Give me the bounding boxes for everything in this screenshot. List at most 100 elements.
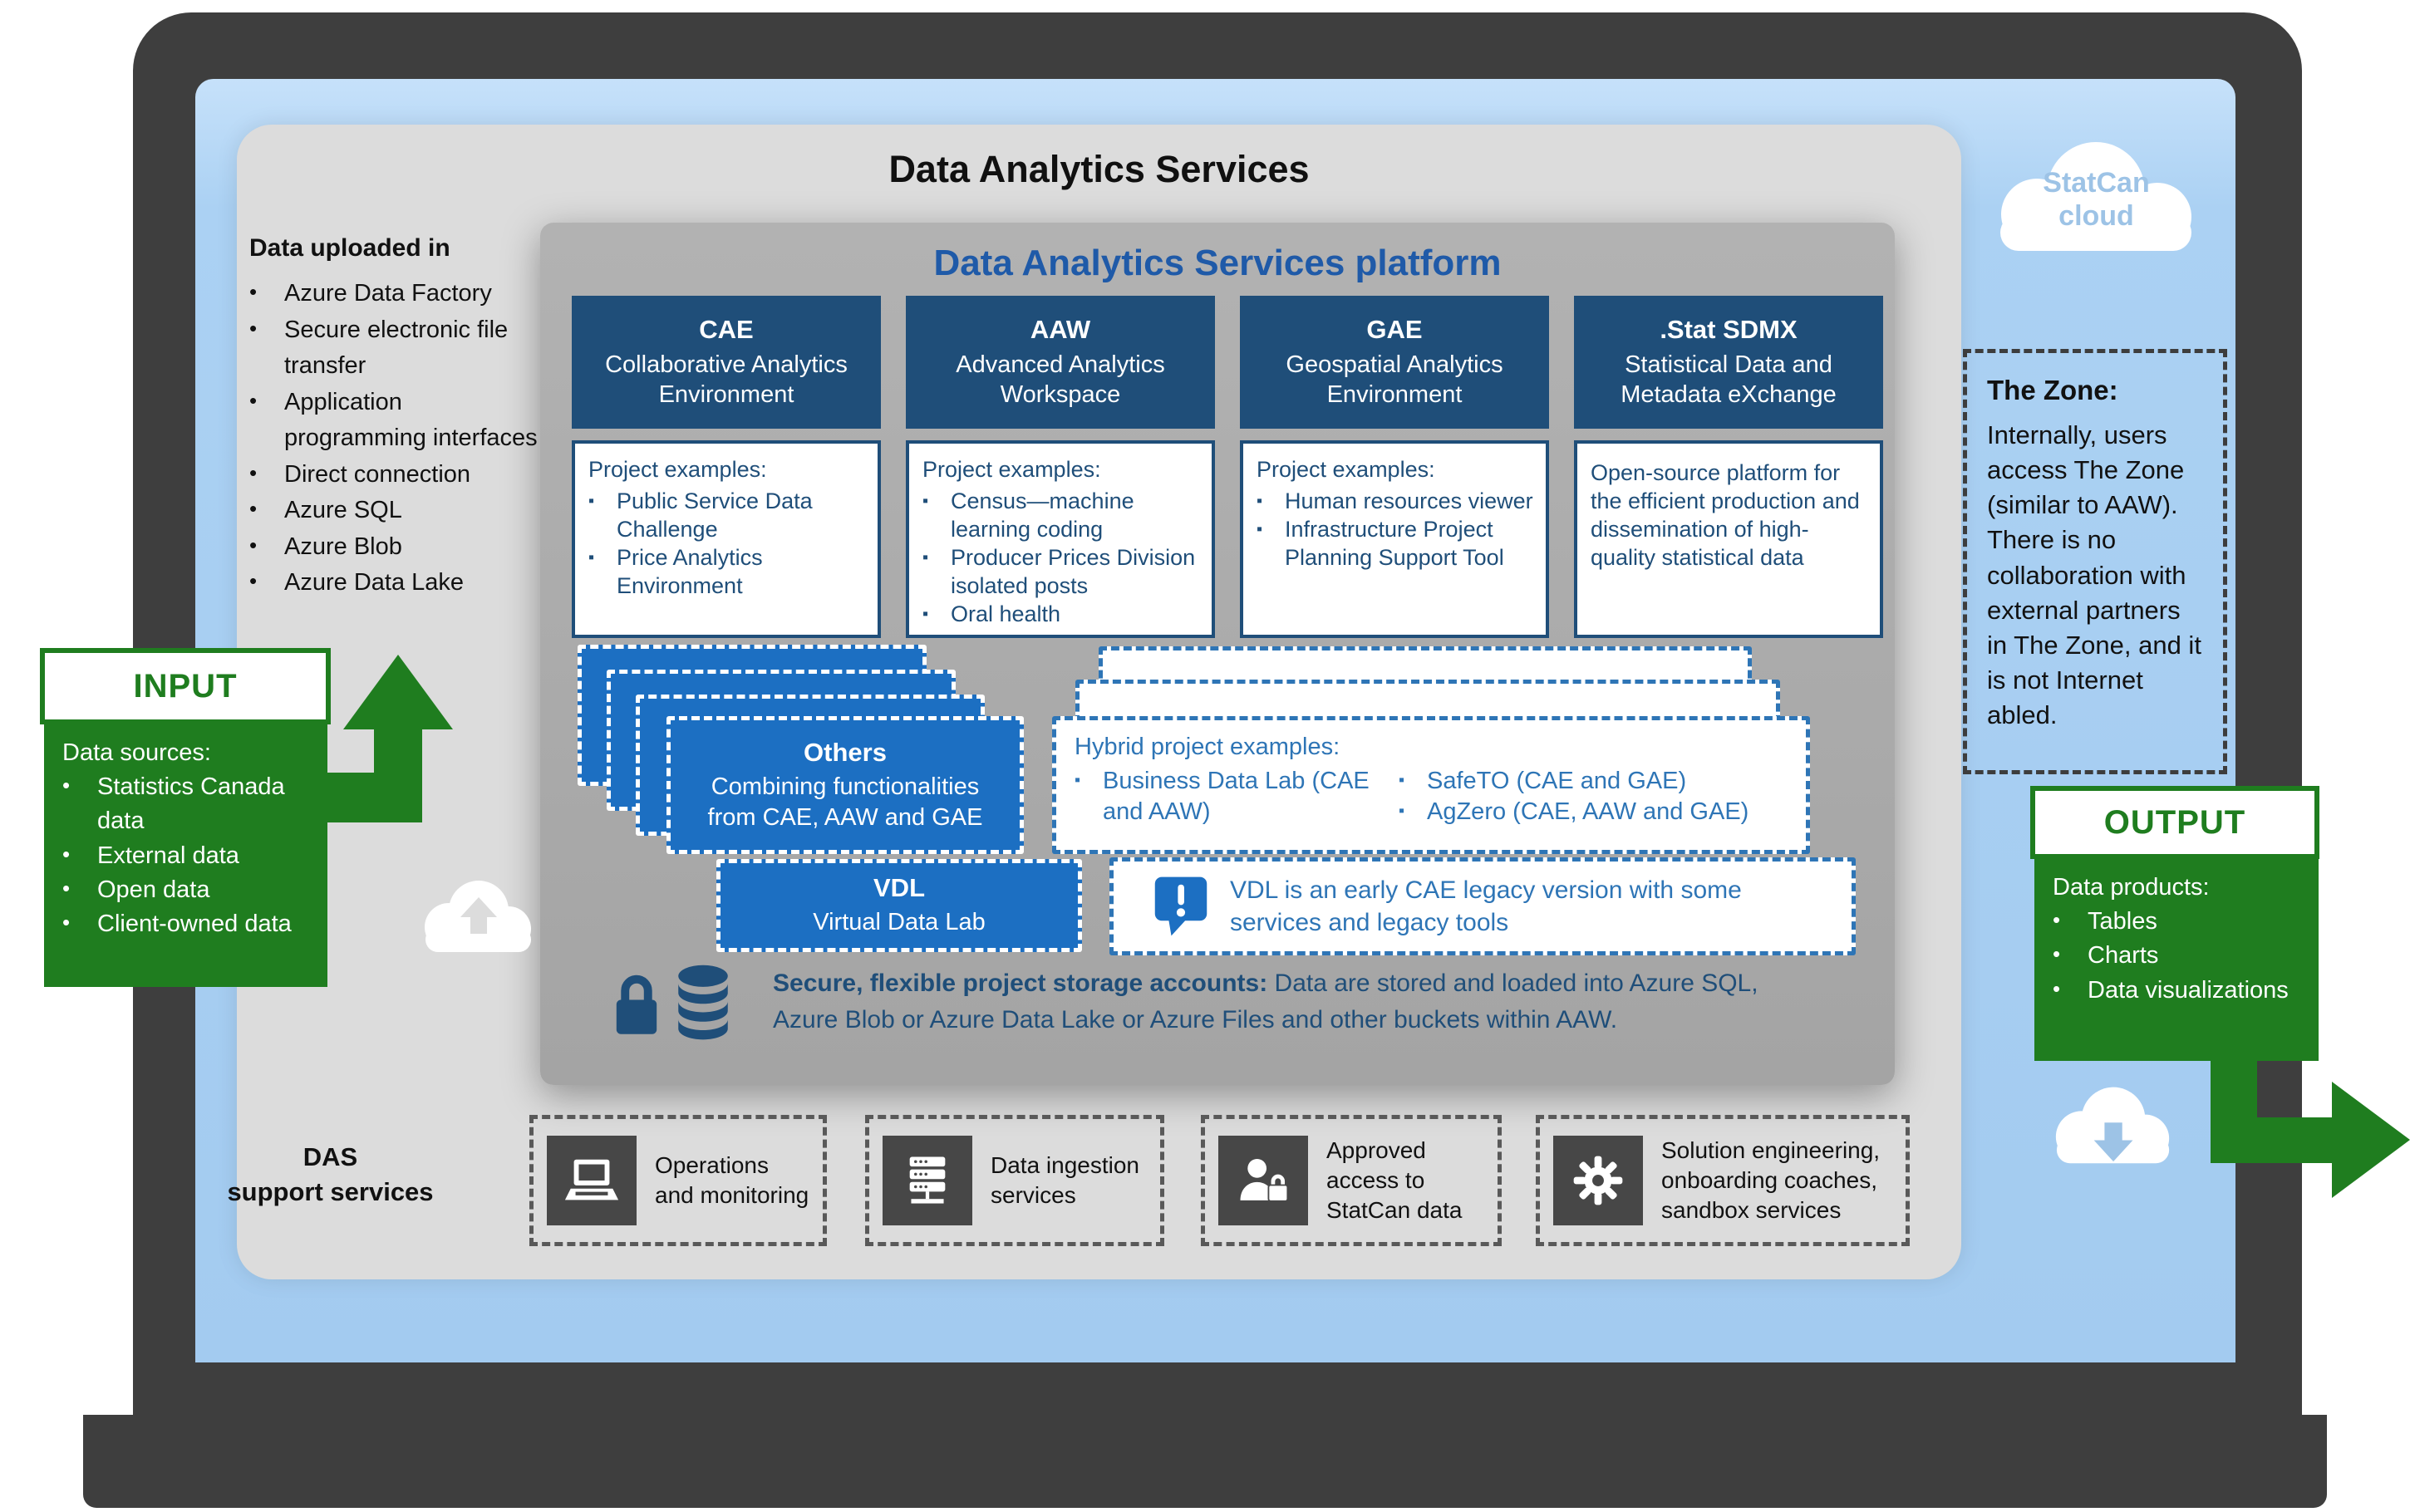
zone-body: Internally, users access The Zone (simil… bbox=[1987, 420, 2201, 730]
data-uploaded-list: Azure Data Factory Secure electronic fil… bbox=[249, 276, 548, 601]
square-bullet-icon bbox=[588, 543, 617, 600]
input-arrow-stem bbox=[374, 719, 422, 822]
bullet-icon bbox=[62, 770, 97, 838]
list-item-text: Infrastructure Project Planning Support … bbox=[1285, 517, 1504, 571]
input-body: Data sources: Statistics Canada data Ext… bbox=[44, 724, 327, 987]
list-item: Client-owned data bbox=[62, 907, 314, 941]
list-item-text: Producer Prices Division isolated posts bbox=[951, 545, 1196, 599]
server-icon bbox=[883, 1136, 972, 1225]
database-icon bbox=[678, 965, 728, 1040]
platform-columns: CAE Collaborative Analytics Environment … bbox=[572, 296, 1883, 638]
column-cae: CAE Collaborative Analytics Environment … bbox=[572, 296, 881, 638]
das-service-ingestion: Data ingestion services bbox=[865, 1115, 1164, 1246]
list-item: SafeTO (CAE and GAE) bbox=[1399, 766, 1748, 797]
list-item-text: Application programming interfaces bbox=[284, 388, 538, 452]
output-list: Tables Charts Data visualizations bbox=[2053, 905, 2305, 1008]
list-item-text: Azure SQL bbox=[284, 497, 402, 523]
bullet-icon bbox=[249, 529, 284, 566]
list-item-text: Tables bbox=[2088, 908, 2157, 935]
column-gae: GAE Geospatial Analytics Environment Pro… bbox=[1240, 296, 1549, 638]
list-item: Statistics Canada data bbox=[62, 770, 314, 838]
list-item-text: Human resources viewer bbox=[1285, 488, 1533, 514]
list-item: External data bbox=[62, 839, 314, 873]
hybrid-columns: Business Data Lab (CAE and AAW) SafeTO (… bbox=[1075, 766, 1798, 827]
list-item: Open data bbox=[62, 873, 314, 907]
cloud-upload-icon bbox=[425, 881, 531, 952]
das-label-line2: support services bbox=[227, 1176, 434, 1206]
others-subtitle: Combining functionalities from CAE, AAW … bbox=[707, 773, 983, 831]
data-uploaded-section: Data uploaded in Azure Data Factory Secu… bbox=[249, 234, 548, 601]
square-bullet-icon bbox=[922, 487, 951, 543]
input-header: INPUT bbox=[40, 648, 331, 724]
bullet-icon bbox=[249, 493, 284, 529]
square-bullet-icon bbox=[1257, 515, 1285, 572]
column-acronym: GAE bbox=[1366, 315, 1423, 345]
bullet-icon bbox=[249, 385, 284, 457]
list-item: Secure electronic file transfer bbox=[249, 312, 548, 385]
list-item: Direct connection bbox=[249, 457, 548, 493]
column-examples-box: Project examples: Public Service Data Ch… bbox=[572, 440, 881, 638]
statcan-cloud-line1: StatCan bbox=[2043, 167, 2150, 199]
bullet-icon bbox=[62, 873, 97, 907]
output-arrow-head bbox=[2332, 1082, 2410, 1198]
column-header: CAE Collaborative Analytics Environment bbox=[572, 296, 881, 429]
storage-note: Secure, flexible project storage account… bbox=[773, 965, 1828, 1038]
hybrid-column: SafeTO (CAE and GAE) AgZero (CAE, AAW an… bbox=[1399, 766, 1748, 827]
others-box: Others Combining functionalities from CA… bbox=[666, 716, 1024, 854]
square-bullet-icon bbox=[1399, 766, 1427, 797]
column-header: GAE Geospatial Analytics Environment bbox=[1240, 296, 1549, 429]
platform-title: Data Analytics Services platform bbox=[933, 243, 1502, 283]
bullet-icon bbox=[2053, 905, 2088, 939]
lock-icon bbox=[616, 974, 657, 1034]
list-item-text: Azure Data Factory bbox=[284, 280, 492, 307]
bullet-icon bbox=[249, 457, 284, 493]
list-item-text: Business Data Lab (CAE and AAW) bbox=[1103, 768, 1370, 826]
list-item: Azure Data Factory bbox=[249, 276, 548, 312]
column-acronym: CAE bbox=[699, 315, 754, 345]
input-list: Statistics Canada data External data Ope… bbox=[62, 770, 314, 941]
list-item-text: External data bbox=[97, 842, 239, 869]
list-item-text: Price Analytics Environment bbox=[617, 545, 763, 599]
list-item-text: Oral health bbox=[951, 601, 1061, 627]
das-service-label: Operations and monitoring bbox=[655, 1152, 809, 1208]
vdl-note-box: VDL is an early CAE legacy version with … bbox=[1109, 857, 1856, 955]
das-service-engineering: Solution engineering, onboarding coaches… bbox=[1536, 1115, 1910, 1246]
column-name: Advanced Analytics Workspace bbox=[956, 351, 1165, 408]
list-item-text: Charts bbox=[2088, 942, 2159, 970]
output-label: OUTPUT bbox=[2103, 803, 2246, 841]
column-header: AAW Advanced Analytics Workspace bbox=[906, 296, 1215, 429]
hybrid-examples-box: Hybrid project examples: Business Data L… bbox=[1052, 716, 1810, 854]
list-item-text: Statistics Canada data bbox=[97, 773, 285, 835]
output-heading: Data products: bbox=[2053, 874, 2210, 901]
list-item-text: Client-owned data bbox=[97, 910, 292, 937]
vdl-title: VDL bbox=[873, 873, 925, 903]
list-item-text: Census—machine learning coding bbox=[951, 488, 1134, 542]
list-item-text: SafeTO (CAE and GAE) bbox=[1427, 768, 1687, 795]
list-item: Azure Blob bbox=[249, 529, 548, 566]
column-header: .Stat SDMX Statistical Data and Metadata… bbox=[1574, 296, 1883, 429]
list-item: Tables bbox=[2053, 905, 2305, 939]
das-service-label: Approved access to StatCan data bbox=[1326, 1137, 1463, 1223]
das-service-label: Data ingestion services bbox=[991, 1152, 1140, 1208]
bullet-icon bbox=[62, 839, 97, 873]
column-name: Collaborative Analytics Environment bbox=[605, 351, 848, 408]
list-item: Azure SQL bbox=[249, 493, 548, 529]
input-label: INPUT bbox=[133, 667, 238, 704]
list-item: Infrastructure Project Planning Support … bbox=[1257, 515, 1534, 572]
bullet-icon bbox=[249, 565, 284, 601]
square-bullet-icon bbox=[1399, 797, 1427, 827]
das-service-label: Solution engineering, onboarding coaches… bbox=[1661, 1137, 1881, 1223]
column-description: Open-source platform for the efficient p… bbox=[1591, 460, 1860, 571]
person-lock-icon bbox=[1218, 1136, 1308, 1225]
das-service-access: Approved access to StatCan data bbox=[1201, 1115, 1502, 1246]
column-name: Geospatial Analytics Environment bbox=[1286, 351, 1503, 408]
examples-label: Project examples: bbox=[1257, 457, 1435, 482]
list-item-text: Azure Data Lake bbox=[284, 569, 465, 596]
list-item-text: Azure Blob bbox=[284, 533, 402, 560]
list-item: AgZero (CAE, AAW and GAE) bbox=[1399, 797, 1748, 827]
column-stat-sdmx: .Stat SDMX Statistical Data and Metadata… bbox=[1574, 296, 1883, 638]
laptop-icon bbox=[547, 1136, 637, 1225]
column-examples-box: Project examples: Census—machine learnin… bbox=[906, 440, 1215, 638]
list-item: Price Analytics Environment bbox=[588, 543, 866, 600]
list-item-text: Public Service Data Challenge bbox=[617, 488, 813, 542]
